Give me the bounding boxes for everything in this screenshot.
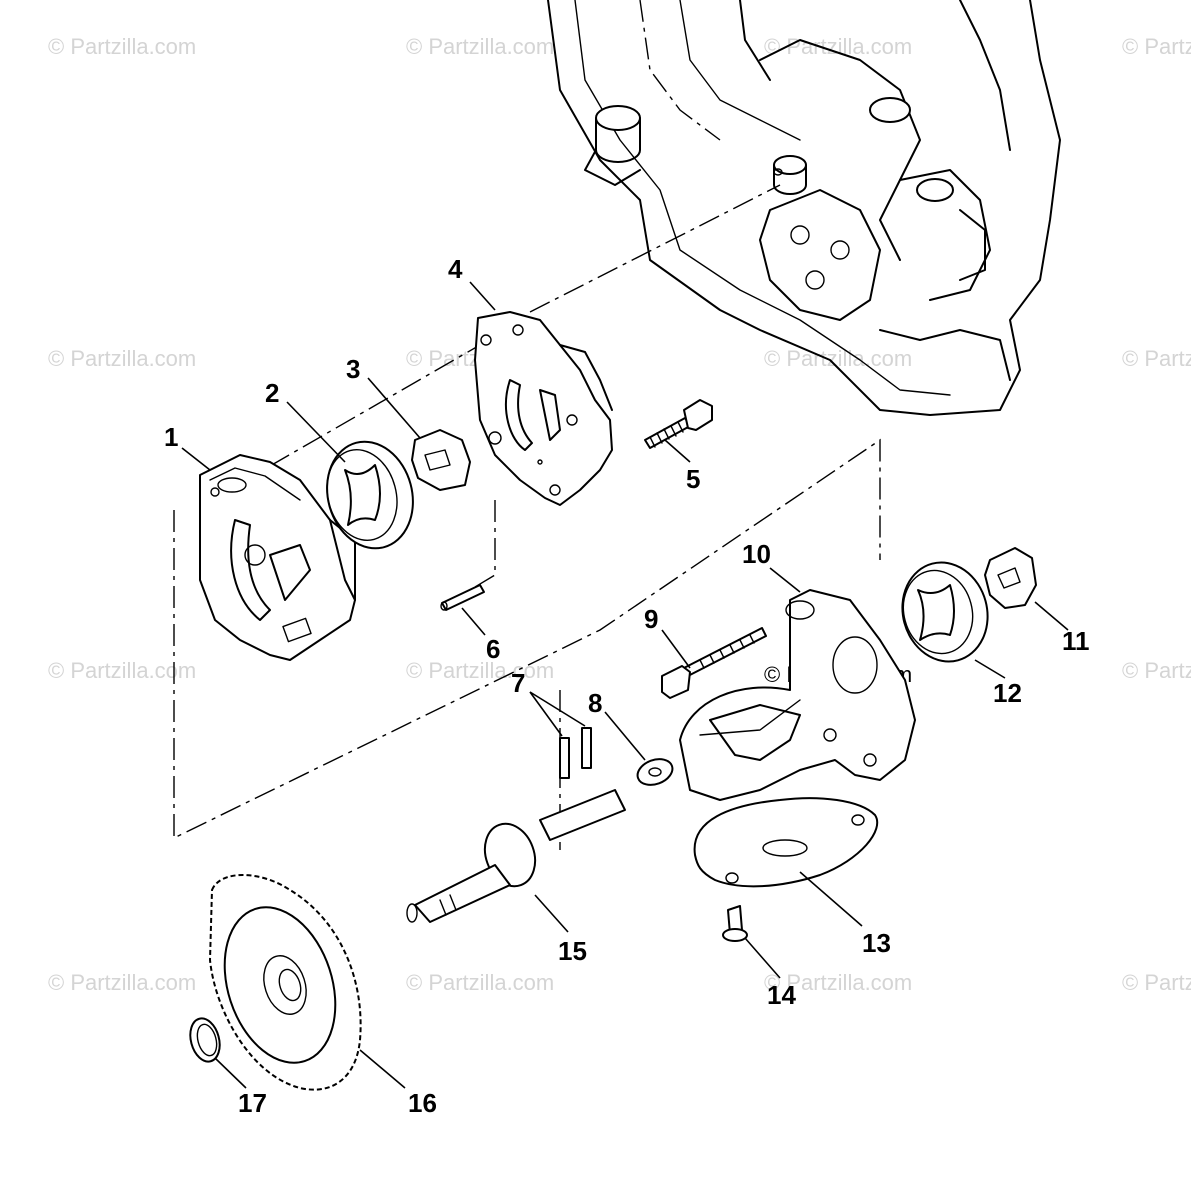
callout-13: 13: [862, 928, 891, 958]
part-14-screw: [722, 905, 748, 942]
part-11-inner-rotor: [984, 547, 1037, 609]
watermark: © Partzilla.com: [1122, 658, 1191, 683]
watermark: © Partzilla.com: [48, 970, 196, 995]
watermark: © Partzilla.com: [406, 658, 554, 683]
part-4-pump-plate: [474, 311, 613, 506]
callout-12: 12: [993, 678, 1022, 708]
callout-16: 16: [408, 1088, 437, 1118]
part-1-pump-body: [199, 454, 356, 661]
part-9-long-bolt: [661, 627, 767, 699]
assembly-centerline: [529, 184, 781, 313]
crankcase-illustration: [547, 0, 1061, 416]
callout-8: 8: [588, 688, 602, 718]
watermark: © Partzilla.com: [1122, 346, 1191, 371]
watermark: © Partzilla.com: [406, 970, 554, 995]
callout-labels: 1 2 3 4 5 6 7 8 9 10 11 12 13 14 15 16 1…: [164, 254, 1090, 1118]
callout-2: 2: [265, 378, 279, 408]
callout-17: 17: [238, 1088, 267, 1118]
leader-lines: [181, 281, 1069, 1089]
callout-5: 5: [686, 464, 700, 494]
part-17-circlip: [189, 1017, 221, 1063]
watermark: © Partzilla.com: [1122, 34, 1191, 59]
part-3-inner-rotor: [411, 429, 471, 491]
part-15-pump-shaft: [406, 789, 626, 923]
part-5-bolt: [644, 399, 713, 449]
watermark: © Partzilla.com: [406, 34, 554, 59]
part-8-washer: [636, 758, 674, 786]
callout-4: 4: [448, 254, 463, 284]
callout-9: 9: [644, 604, 658, 634]
assembly-centerline: [469, 500, 496, 591]
callout-1: 1: [164, 422, 178, 452]
callout-10: 10: [742, 539, 771, 569]
callout-6: 6: [486, 634, 500, 664]
part-16-gear: [209, 874, 362, 1091]
callout-11: 11: [1062, 626, 1090, 656]
part-6-dowel-pin: [440, 584, 485, 611]
watermark: © Partzilla.com: [1122, 970, 1191, 995]
callout-3: 3: [346, 354, 360, 384]
watermark: © Partzilla.com: [764, 970, 912, 995]
callout-15: 15: [558, 936, 587, 966]
watermark: © Partzilla.com: [48, 34, 196, 59]
part-13-gasket: [693, 797, 878, 888]
callout-14: 14: [767, 980, 796, 1010]
watermark: © Partzilla.com: [48, 658, 196, 683]
part-2-outer-rotor: [326, 440, 414, 550]
callout-7: 7: [511, 668, 525, 698]
part-7-pins: [559, 727, 592, 779]
part-12-outer-rotor: [901, 561, 989, 663]
assembly-centerline: [173, 438, 881, 840]
watermark: © Partzilla.com: [48, 346, 196, 371]
assembly-centerline: [269, 344, 481, 467]
part-10-pump-cover: [679, 589, 916, 801]
